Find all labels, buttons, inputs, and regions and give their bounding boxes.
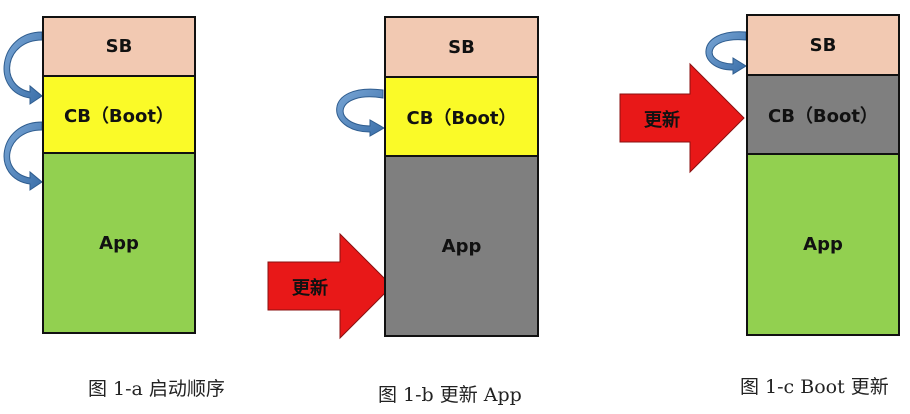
update-arrow-icon bbox=[267, 232, 393, 340]
cb-boot-block: CB（Boot） bbox=[746, 74, 900, 155]
figure-caption: 图 1-a 启动顺序 bbox=[88, 378, 225, 400]
figure-caption: 图 1-b 更新 App bbox=[378, 384, 522, 406]
curved-arrow-icon bbox=[3, 31, 43, 105]
update-label: 更新 bbox=[644, 110, 680, 131]
app-block: App bbox=[42, 152, 196, 334]
cb-boot-block: CB（Boot） bbox=[42, 75, 196, 154]
sb-block: SB bbox=[746, 14, 900, 76]
curved-arrow-icon bbox=[3, 121, 43, 191]
cb-boot-block: CB（Boot） bbox=[384, 76, 539, 157]
app-block: App bbox=[384, 155, 539, 337]
figure-caption: 图 1-c Boot 更新 bbox=[740, 376, 889, 398]
curved-arrow-icon bbox=[705, 31, 747, 75]
app-block: App bbox=[746, 153, 900, 336]
sb-block: SB bbox=[384, 16, 539, 78]
sb-block: SB bbox=[42, 16, 196, 77]
update-label: 更新 bbox=[292, 278, 328, 299]
update-arrow-icon bbox=[619, 62, 745, 174]
curved-arrow-icon bbox=[336, 88, 386, 137]
